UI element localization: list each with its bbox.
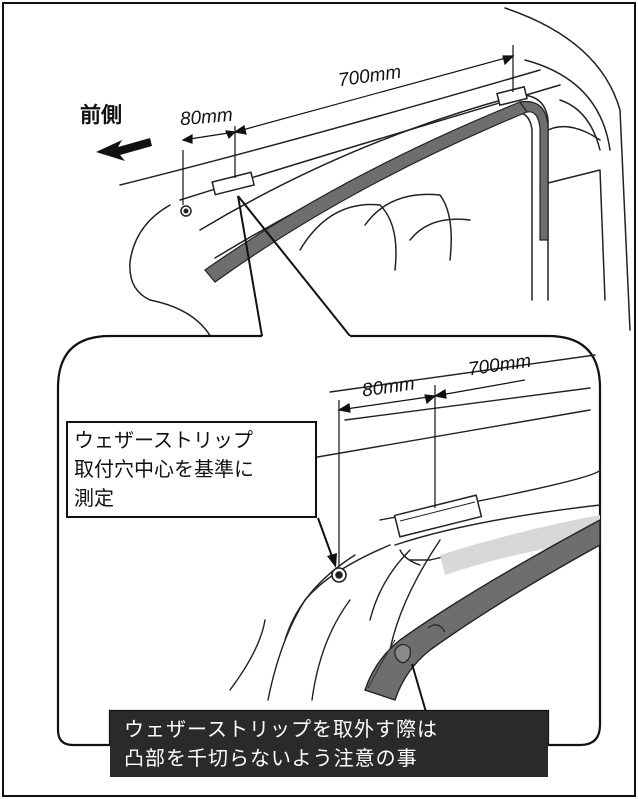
caution-line-2: 凸部を千切らないよう注意の事 bbox=[124, 746, 418, 770]
note-pointer-arrow bbox=[317, 517, 337, 568]
note-line-3: 測定 bbox=[74, 486, 114, 510]
dimension-lines-overview bbox=[181, 45, 515, 205]
note-line-1: ウェザーストリップ bbox=[74, 428, 253, 452]
weatherstrip-protrusion bbox=[394, 643, 411, 664]
note-line-2: 取付穴中心を基準に bbox=[74, 457, 254, 481]
overview-markers bbox=[180, 85, 528, 217]
tape-marker-front bbox=[211, 171, 256, 196]
callout-leaders bbox=[237, 195, 351, 337]
caution-line-1: ウェザーストリップを取外す際は bbox=[124, 717, 438, 741]
caution-box: ウェザーストリップを取外す際は 凸部を千切らないよう注意の事 bbox=[110, 711, 548, 777]
weatherstrip-detail bbox=[364, 518, 601, 701]
front-direction-label: 前側 bbox=[80, 103, 122, 127]
mounting-hole-detail bbox=[331, 567, 347, 583]
weatherstrip-overview bbox=[204, 100, 549, 283]
tape-marker-rear bbox=[496, 85, 528, 107]
dimension-label-80-overview: 80mm bbox=[179, 104, 234, 131]
detail-recess-shading bbox=[440, 515, 600, 575]
caution-leader-line bbox=[411, 663, 427, 713]
measurement-note-box: ウェザーストリップ 取付穴中心を基準に 測定 bbox=[66, 421, 317, 518]
dimension-lines-detail bbox=[337, 379, 526, 566]
front-arrow-icon bbox=[96, 138, 152, 161]
